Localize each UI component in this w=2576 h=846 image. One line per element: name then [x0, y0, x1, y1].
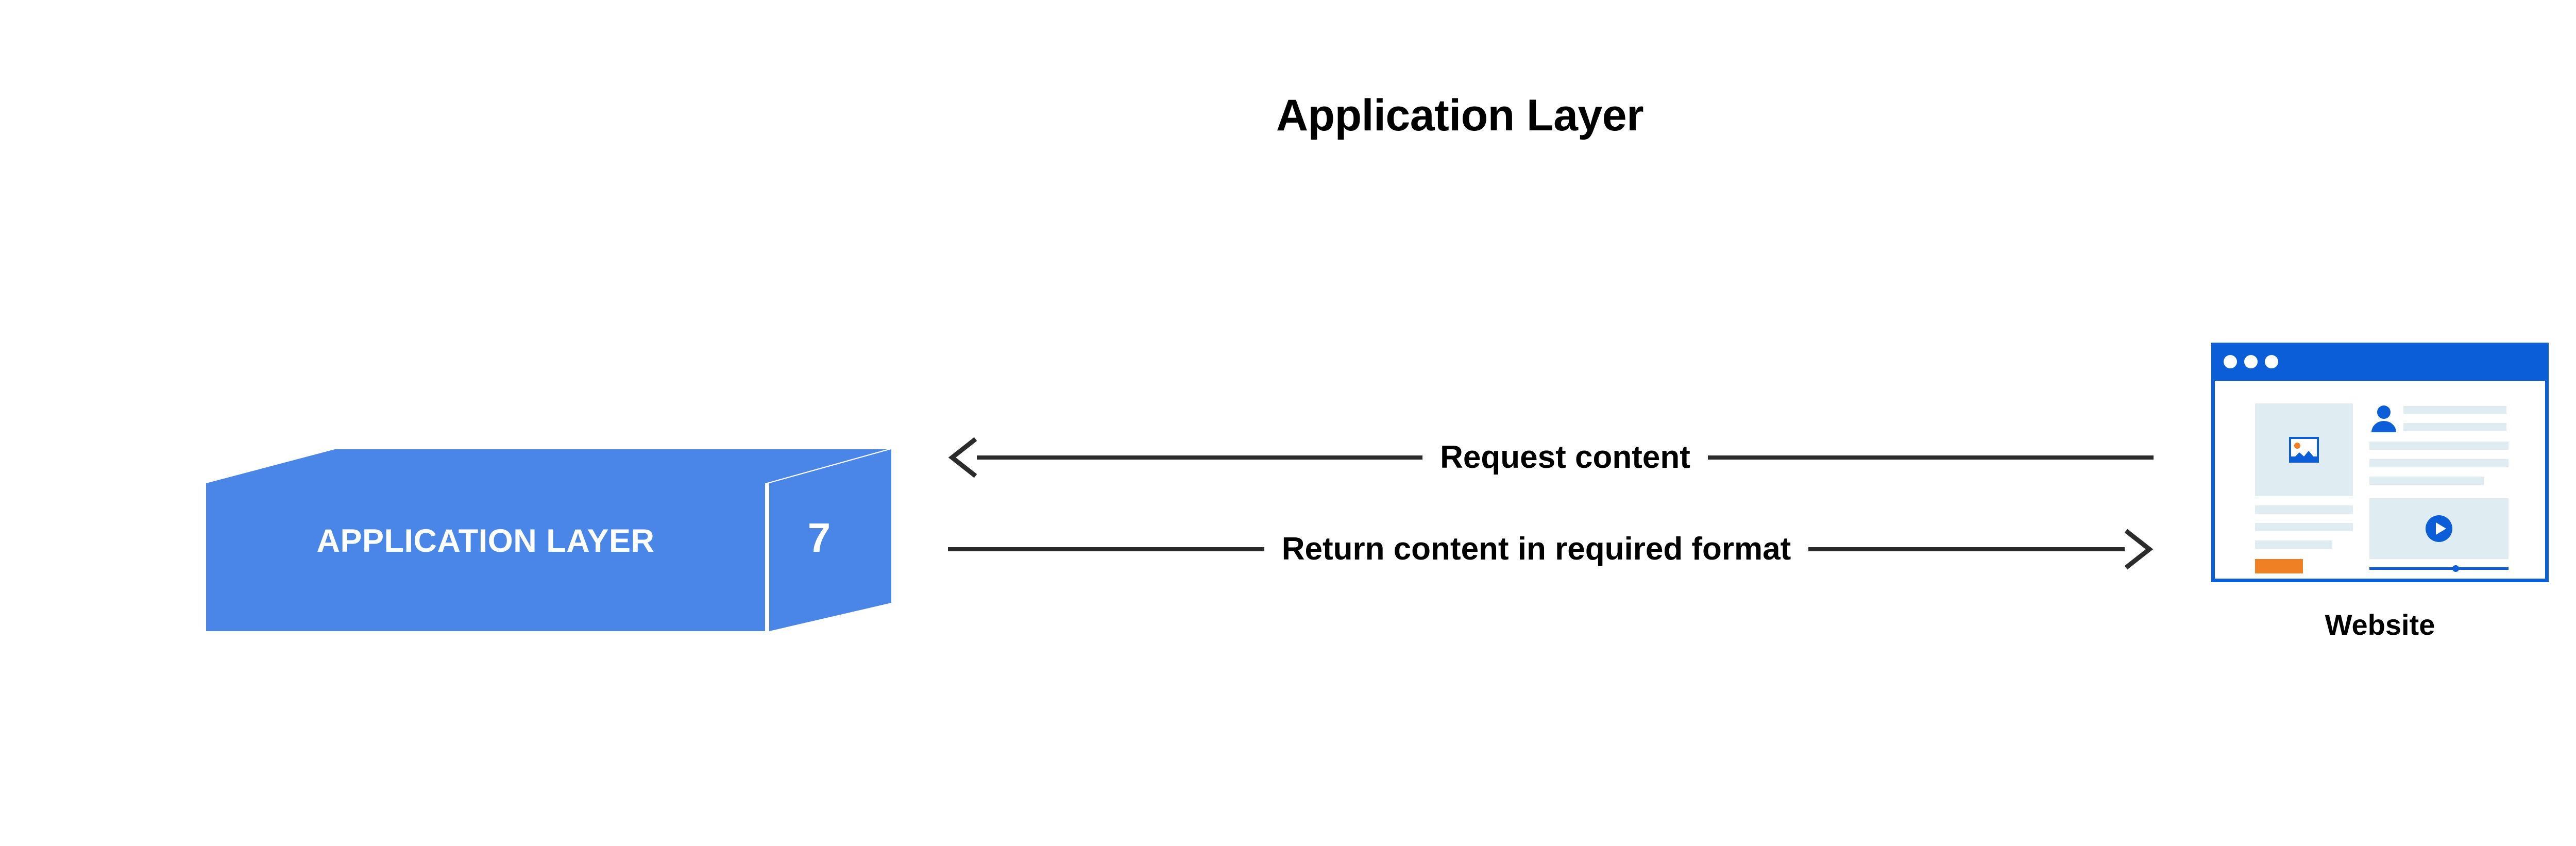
video-placeholder[interactable]	[2369, 498, 2509, 559]
person-icon	[2369, 403, 2398, 432]
flow-return-content: Return content in required format	[948, 518, 2154, 580]
text-line	[2403, 423, 2506, 431]
flow-line-right	[1808, 547, 2125, 551]
progress-knob[interactable]	[2452, 565, 2460, 572]
text-line	[2255, 523, 2353, 531]
text-line	[2369, 477, 2484, 485]
arrow-left-head-icon	[948, 434, 977, 481]
browser-viewport	[2211, 381, 2549, 582]
page-title: Application Layer	[1276, 91, 1644, 140]
window-dot-close-icon	[2224, 355, 2237, 368]
profile-text-lines	[2403, 403, 2509, 431]
window-dot-maximize-icon	[2265, 355, 2278, 368]
image-placeholder	[2255, 403, 2353, 496]
box-side-face	[769, 449, 891, 631]
flow-line-left	[948, 547, 1264, 551]
browser-window	[2211, 343, 2549, 582]
flow-line-right	[1707, 455, 2154, 460]
browser-titlebar	[2211, 343, 2549, 381]
cta-button[interactable]	[2255, 559, 2303, 573]
progress-track	[2369, 567, 2509, 570]
text-line	[2255, 505, 2353, 514]
application-layer-box	[196, 438, 907, 644]
image-icon	[2289, 437, 2319, 463]
browser-page-content	[2215, 381, 2552, 582]
layer-box-shape	[206, 449, 891, 631]
box-top-face	[206, 449, 887, 483]
play-icon[interactable]	[2426, 515, 2452, 542]
flow-return-label: Return content in required format	[1281, 531, 1791, 567]
video-progress-slider[interactable]	[2369, 565, 2509, 572]
text-line	[2369, 442, 2509, 450]
website-illustration	[2211, 343, 2549, 582]
layer-number-badge: 7	[807, 515, 831, 561]
text-line	[2255, 540, 2332, 549]
page-right-column	[2369, 403, 2509, 572]
layer-box-label: APPLICATION LAYER	[316, 523, 655, 559]
website-caption: Website	[2325, 608, 2435, 641]
text-line	[2403, 406, 2506, 414]
page-left-column	[2255, 403, 2353, 573]
text-line	[2369, 459, 2509, 467]
flow-request-content: Request content	[948, 427, 2154, 488]
flow-line-left	[977, 455, 1423, 460]
window-dot-minimize-icon	[2244, 355, 2258, 368]
arrow-right-head-icon	[2125, 526, 2154, 572]
profile-row	[2369, 403, 2509, 432]
box-front-face	[206, 483, 765, 631]
flow-request-label: Request content	[1440, 439, 1690, 475]
